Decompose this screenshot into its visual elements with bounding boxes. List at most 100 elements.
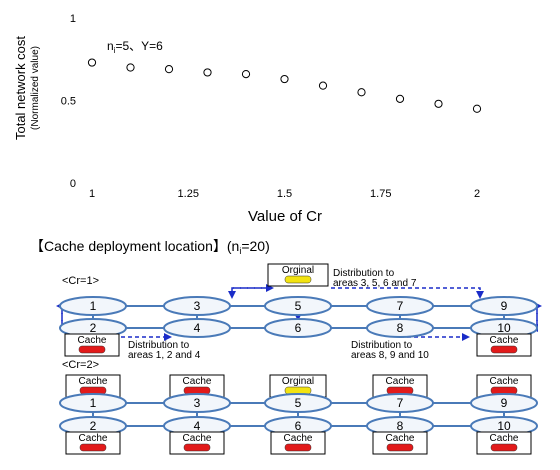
area-node-label: 2 [90, 419, 97, 433]
distribution-note: areas 8, 9 and 10 [351, 350, 429, 361]
area-node [163, 296, 231, 316]
area-node-label: 3 [194, 299, 201, 313]
original-server-icon [284, 386, 312, 395]
area-node-label: 7 [397, 299, 404, 313]
title-param-sub: i [239, 246, 242, 256]
area-node [59, 296, 127, 316]
area-node [366, 296, 434, 316]
data-point [472, 104, 482, 113]
cache-icon [79, 443, 107, 452]
title-param-rest: =20) [241, 238, 270, 254]
distribution-note: areas 1, 2 and 4 [128, 350, 201, 361]
cache-label: Cache [183, 376, 212, 387]
distribution-note: areas 3, 5, 6 and 7 [333, 278, 417, 289]
area-node [366, 318, 434, 338]
cache-label: Cache [183, 433, 212, 444]
cache-icon [490, 386, 518, 395]
data-point [280, 74, 289, 84]
title-bracket-open: 【 [30, 238, 44, 254]
x-tick-label: 1.75 [370, 188, 391, 200]
area-node [163, 393, 231, 413]
distribution-note: Distribution to [333, 268, 395, 279]
cache-label: Cache [79, 433, 108, 444]
x-tick-label: 1.5 [277, 188, 292, 200]
data-point [241, 70, 251, 79]
area-node-label: 1 [90, 299, 97, 313]
area-node-label: 5 [295, 396, 302, 410]
y-tick-label: 1 [70, 13, 76, 25]
data-point [126, 63, 135, 72]
data-point [434, 99, 443, 108]
cache-icon [490, 345, 518, 354]
area-node [470, 296, 538, 316]
cache-box [476, 431, 532, 455]
title-bracket-close: 】 [212, 238, 227, 254]
area-node-label: 9 [501, 299, 508, 313]
area-node-label: 8 [397, 321, 404, 335]
cache-icon [284, 443, 312, 452]
cache-label: Cache [490, 335, 519, 346]
x-tick-label: 1 [89, 188, 95, 200]
data-point [87, 58, 97, 67]
cache-box [64, 333, 120, 357]
cache-icon [386, 443, 414, 452]
title-param: (n [226, 238, 240, 254]
data-series [87, 58, 482, 113]
y-axis: 00.51 [61, 13, 76, 190]
data-point [203, 68, 212, 77]
cache-box [169, 431, 225, 455]
area-node [59, 393, 127, 413]
area-node-label: 6 [295, 321, 302, 335]
cache-icon [78, 345, 106, 354]
area-node-label: 10 [497, 419, 511, 433]
area-node [163, 318, 231, 338]
area-node-label: 4 [194, 419, 201, 433]
panel1-label: <Cr=1> [62, 275, 99, 287]
cache-box [476, 333, 532, 357]
data-point [357, 88, 366, 97]
cache-icon [183, 386, 211, 395]
panel2-label: <Cr=2> [62, 359, 99, 371]
distribution-arrow [228, 287, 272, 299]
cache-label: Cache [386, 376, 415, 387]
area-node-label: 7 [397, 396, 404, 410]
area-node-label: 9 [501, 396, 508, 410]
area-node [264, 393, 332, 413]
y-tick-label: 0 [70, 178, 76, 190]
data-point [164, 65, 174, 74]
area-node-label: 2 [90, 321, 97, 335]
area-node-label: 4 [194, 321, 201, 335]
distribution-note: Distribution to [128, 340, 190, 351]
distribution-arrow [231, 284, 274, 297]
distribution-note: Distribution to [351, 340, 413, 351]
y-tick-label: 0.5 [61, 96, 76, 108]
area-node-label: 5 [295, 299, 302, 313]
x-tick-label: 1.25 [178, 188, 199, 200]
cache-box [270, 431, 326, 455]
area-node [470, 393, 538, 413]
y-axis-label: Total network cost [13, 36, 28, 140]
cache-label: Cache [284, 433, 313, 444]
distribution-arrow [331, 287, 484, 299]
area-node-label: 8 [397, 419, 404, 433]
cache-label: Cache [386, 433, 415, 444]
cache-icon [386, 386, 414, 395]
area-node-label: 3 [194, 396, 201, 410]
cache-icon [183, 443, 211, 452]
area-node-label: 1 [90, 396, 97, 410]
area-node [366, 393, 434, 413]
original-server-label: Orginal [282, 376, 314, 387]
title-text: Cache deployment location [44, 238, 213, 254]
y-axis-sublabel: (Normalized value) [30, 46, 41, 130]
original-server-label: Orginal [282, 265, 314, 276]
data-point [395, 94, 405, 103]
cache-label: Cache [79, 376, 108, 387]
cache-icon [79, 386, 107, 395]
x-axis-label: Value of Cr [248, 208, 322, 225]
cache-box [372, 431, 428, 455]
cache-label: Cache [490, 433, 519, 444]
cache-label: Cache [490, 376, 519, 387]
cache-icon [490, 443, 518, 452]
